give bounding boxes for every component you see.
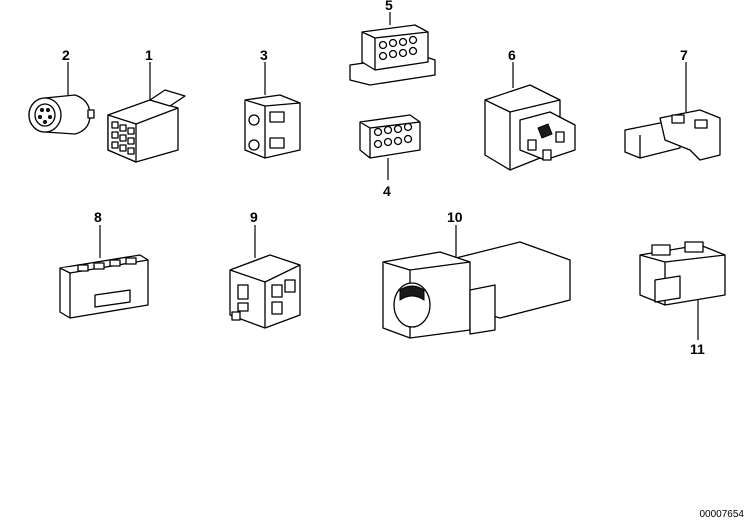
part-label-5: 5: [385, 0, 393, 13]
part-4-drawing[interactable]: 4: [359, 114, 421, 199]
part-8-drawing[interactable]: 8: [59, 209, 149, 319]
part-label-8: 8: [94, 209, 102, 225]
part-label-11: 11: [690, 341, 705, 357]
part-1-drawing[interactable]: 1: [107, 47, 186, 163]
reference-number: 00007654: [700, 509, 745, 520]
part-label-7: 7: [680, 47, 688, 63]
part-10-drawing[interactable]: 10: [382, 209, 571, 339]
part-6-drawing[interactable]: 6: [484, 47, 576, 171]
part-3-drawing[interactable]: 3: [244, 47, 301, 159]
part-2-drawing[interactable]: 2: [28, 47, 95, 135]
part-label-2: 2: [62, 47, 70, 63]
part-9-drawing[interactable]: 9: [229, 209, 301, 329]
part-label-9: 9: [250, 209, 258, 225]
part-label-10: 10: [447, 209, 463, 225]
part-label-6: 6: [508, 47, 516, 63]
part-7-drawing[interactable]: 7: [624, 47, 721, 161]
part-5-drawing[interactable]: 5: [349, 0, 436, 86]
part-label-1: 1: [145, 47, 153, 63]
part-label-3: 3: [260, 47, 268, 63]
part-11-drawing[interactable]: 11: [639, 241, 726, 357]
part-label-4: 4: [383, 183, 391, 199]
